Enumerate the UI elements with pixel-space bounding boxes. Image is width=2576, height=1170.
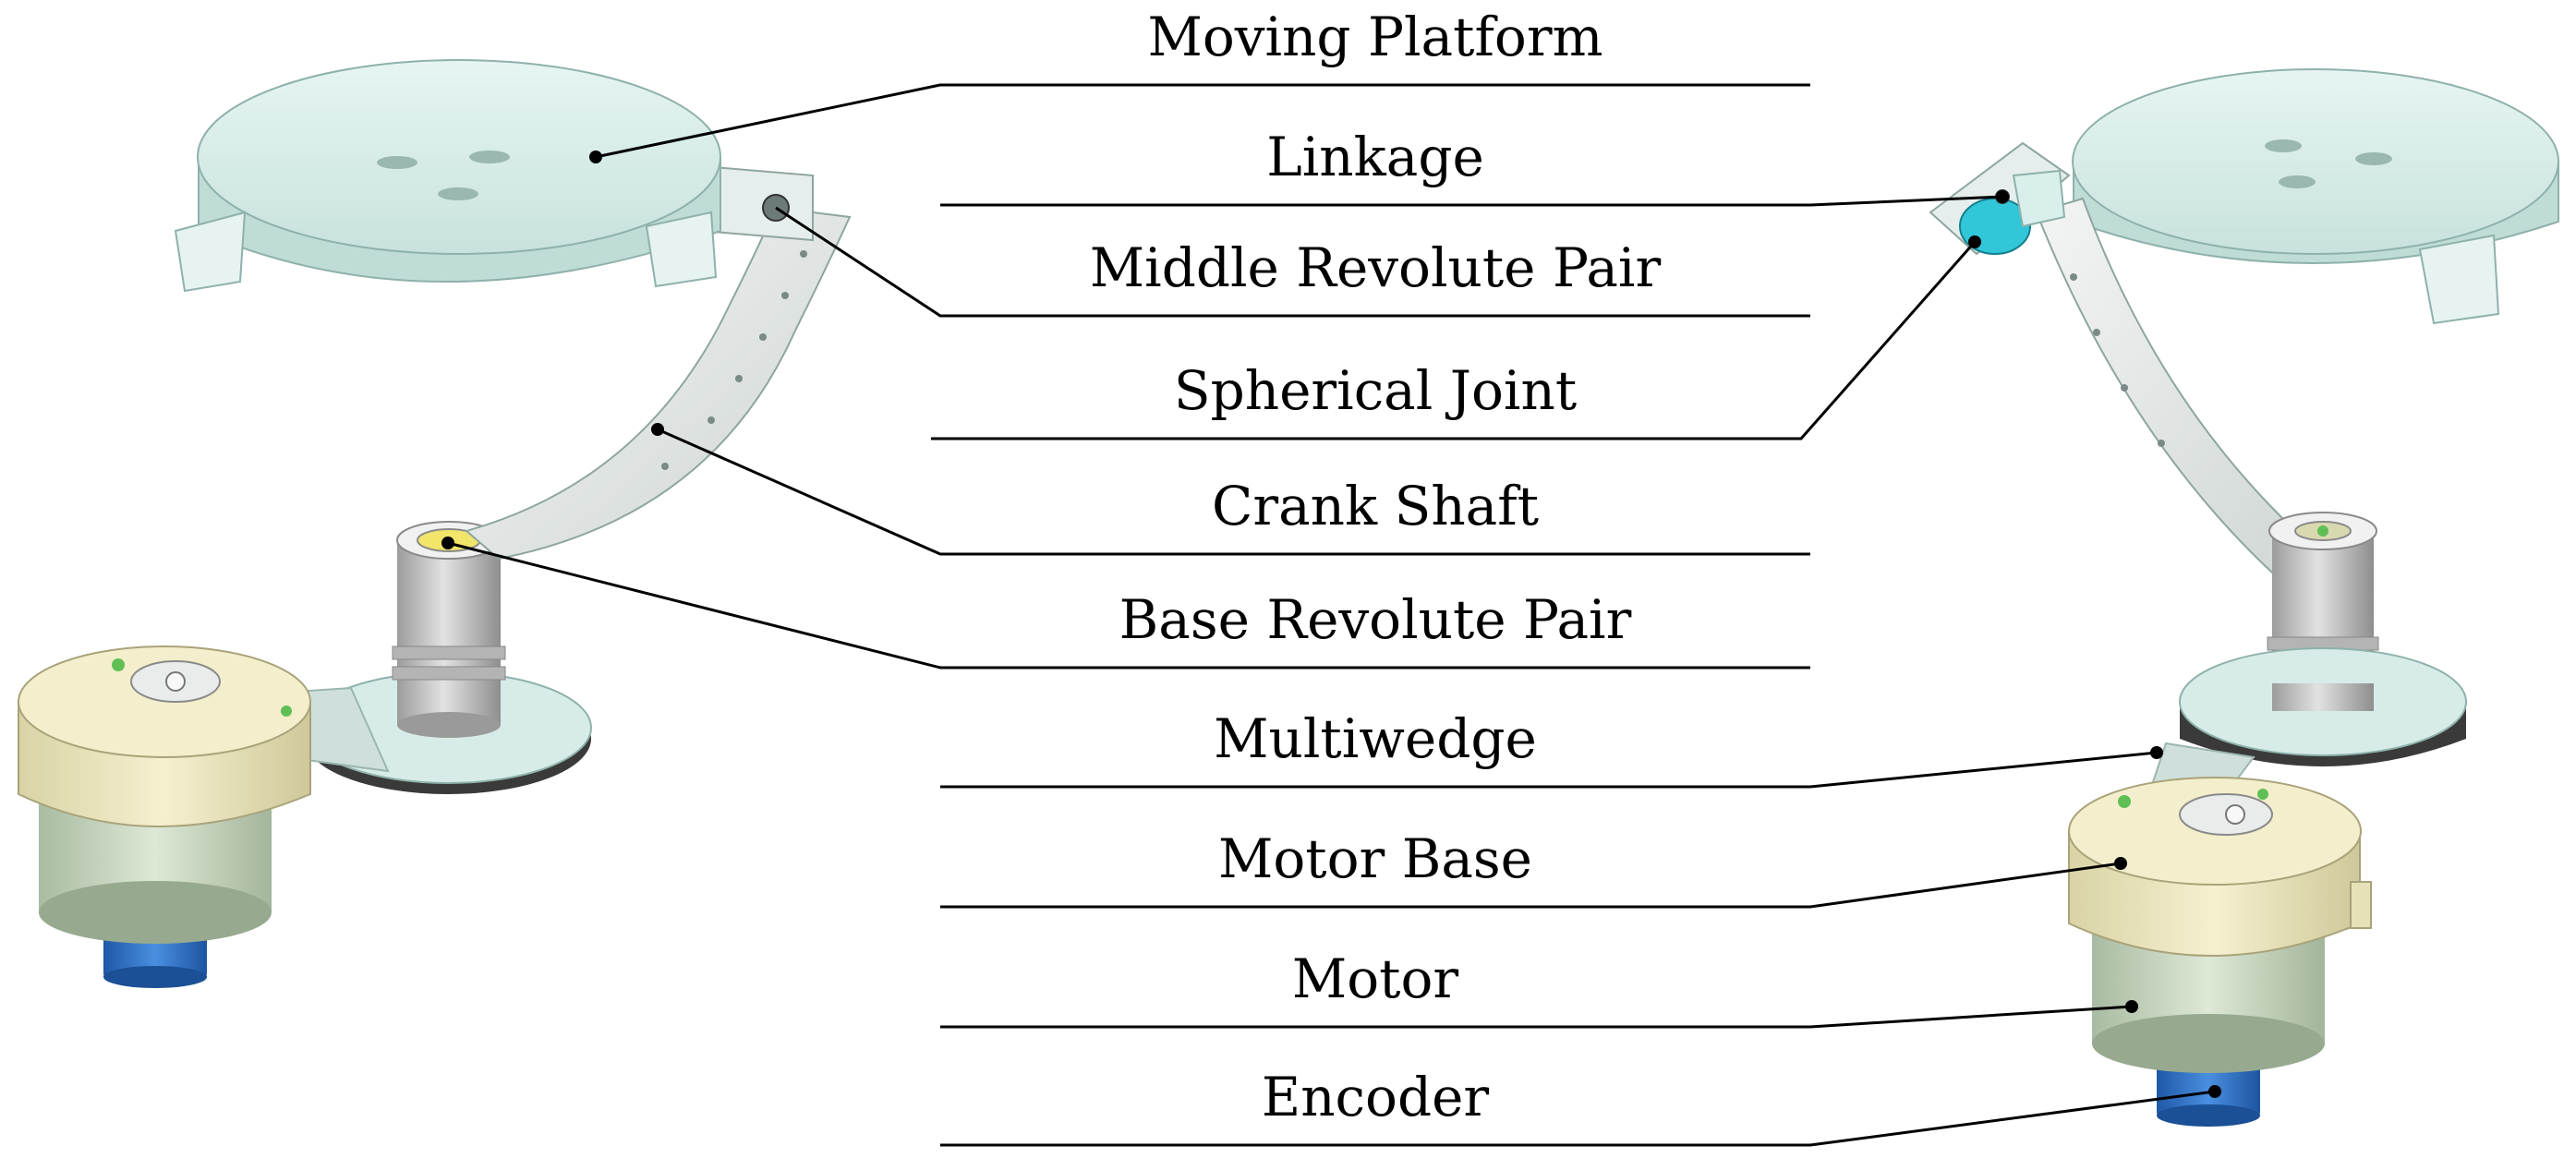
leader-moving-platform: [595, 83, 1810, 159]
left-mechanism: [18, 59, 852, 988]
leader-motor-base: [940, 862, 2122, 909]
left-arm-holes: [661, 250, 807, 470]
left-curved-arm: [464, 206, 852, 561]
label-linkage: Linkage: [1266, 126, 1484, 188]
label-spherical-joint: Spherical Joint: [1174, 359, 1577, 422]
label-moving-platform: Moving Platform: [1147, 6, 1602, 68]
leader-spherical-joint: [931, 241, 1977, 440]
leader-middle-revolute-pair: [775, 206, 1810, 318]
label-encoder: Encoder: [1262, 1066, 1490, 1128]
labels: Moving Platform Linkage Middle Revolute …: [1090, 6, 1662, 1128]
leader-motor: [940, 1005, 2133, 1029]
label-motor: Motor: [1292, 947, 1459, 1010]
label-base-revolute-pair: Base Revolute Pair: [1119, 588, 1632, 651]
label-multiwedge: Multiwedge: [1214, 707, 1537, 770]
leader-multiwedge: [940, 751, 2158, 789]
label-crank-shaft: Crank Shaft: [1212, 475, 1539, 537]
right-arm-holes: [2070, 273, 2165, 447]
label-motor-base: Motor Base: [1218, 827, 1532, 890]
right-motor-assembly: [2068, 777, 2372, 1127]
left-moving-platform: [174, 59, 721, 293]
leader-base-revolute-pair: [447, 541, 1810, 669]
leader-encoder: [940, 1090, 2216, 1147]
leader-lines: [447, 83, 2216, 1147]
leader-linkage: [940, 195, 2003, 207]
right-moving-platform: [2072, 68, 2559, 325]
left-middle-revolute-block: [701, 164, 814, 242]
right-mechanism: [1929, 68, 2559, 1127]
left-motor-assembly: [18, 645, 311, 988]
leader-crank-shaft: [657, 428, 1810, 556]
right-multiwedge-pulley: [2179, 647, 2467, 766]
label-middle-revolute-pair: Middle Revolute Pair: [1090, 236, 1662, 299]
